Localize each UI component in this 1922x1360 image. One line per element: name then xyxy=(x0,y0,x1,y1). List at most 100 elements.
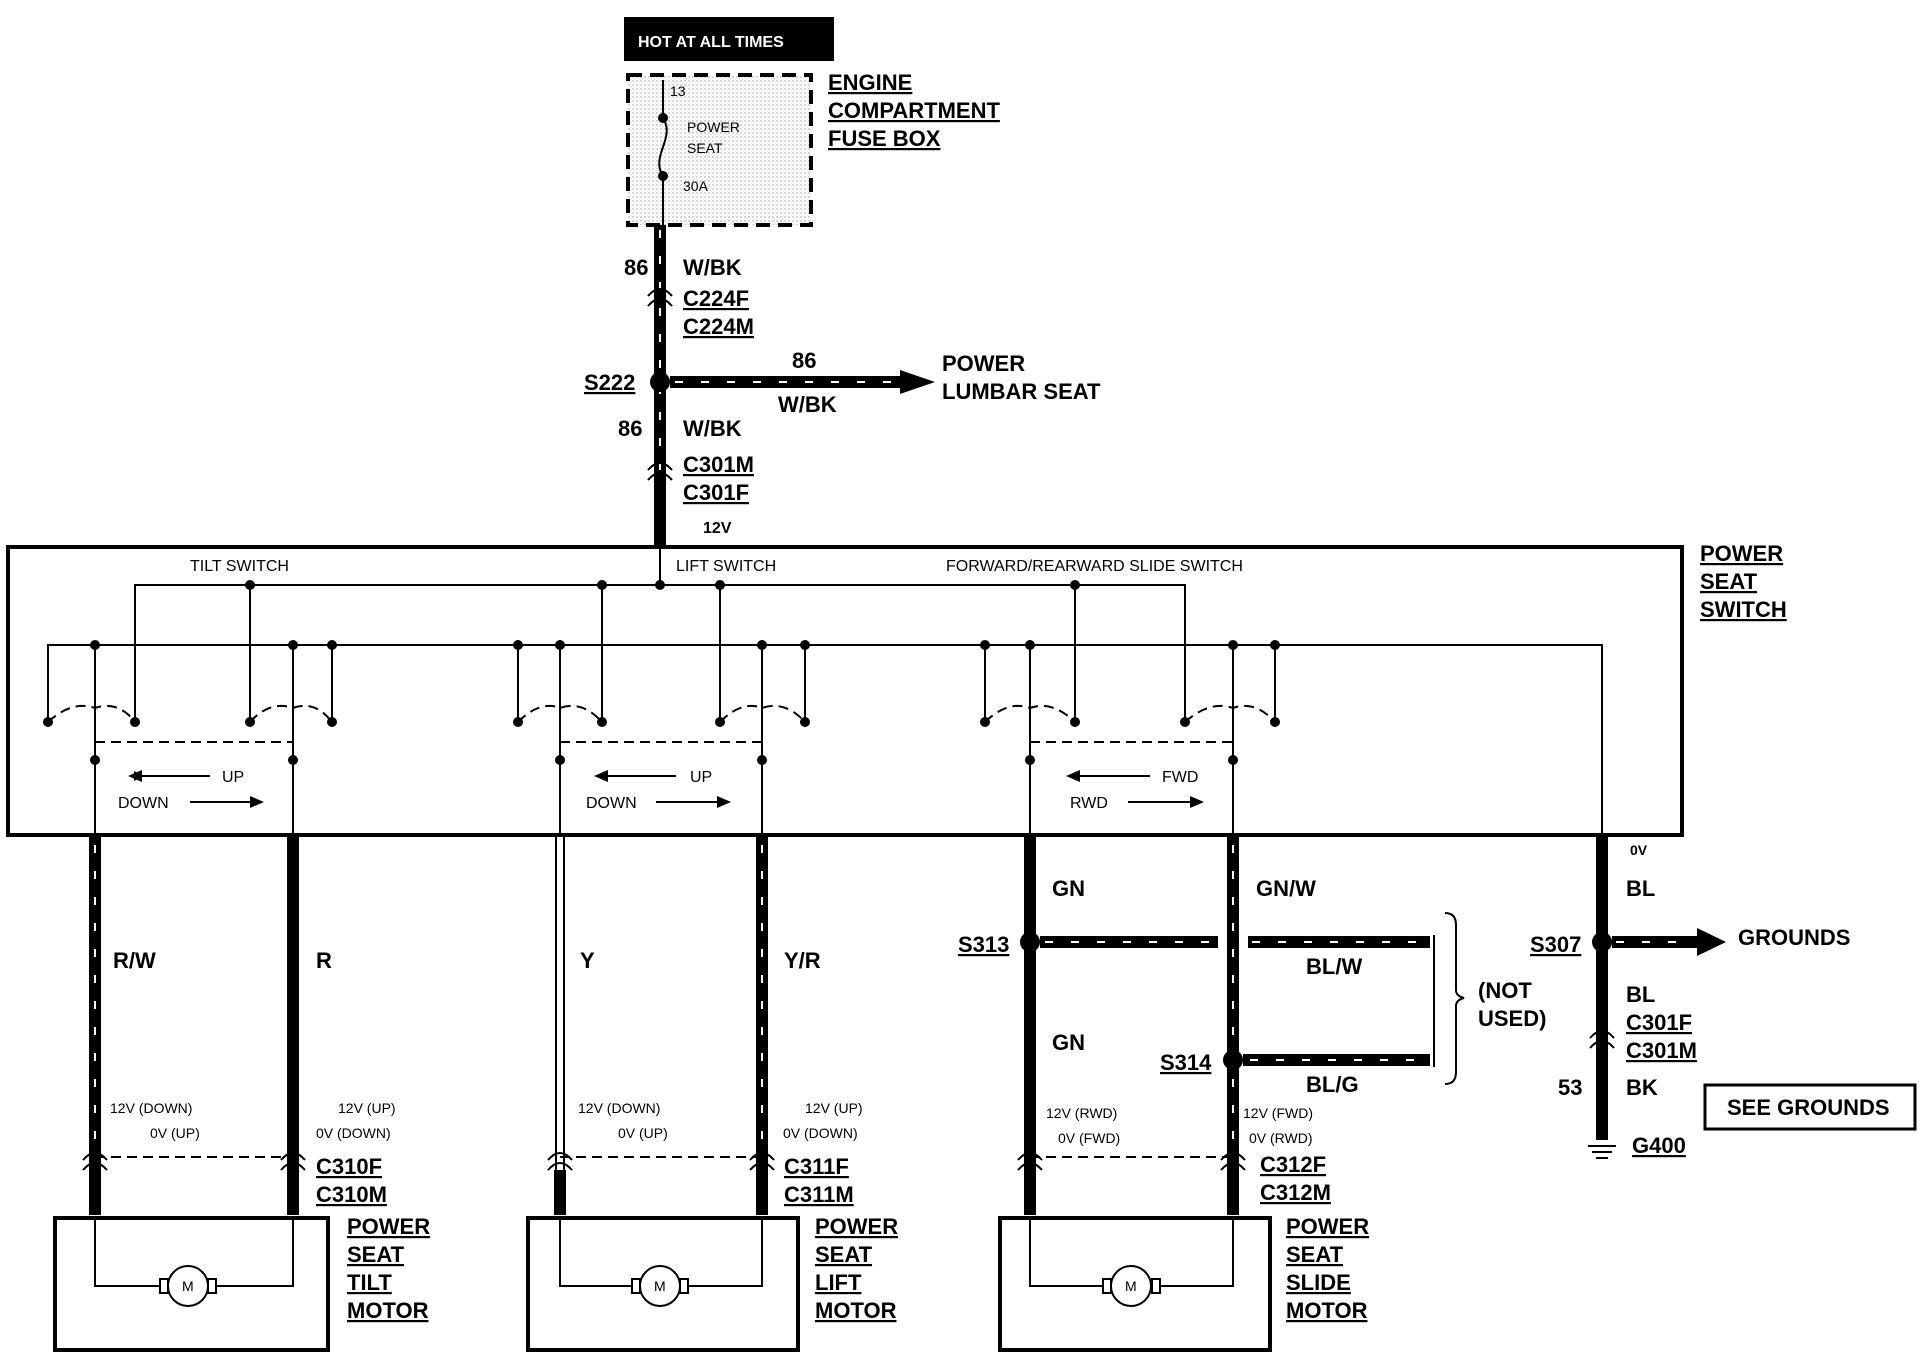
lumbar-branch-color: W/BK xyxy=(778,392,837,417)
lift-left-voltage-1: 12V (DOWN) xyxy=(578,1100,660,1116)
tilt-motor-title-line1: POWER xyxy=(347,1214,430,1239)
ground-circuit-number: 53 xyxy=(1558,1075,1582,1100)
lift-left-wire-color: Y xyxy=(580,948,595,973)
fuse-symbol xyxy=(658,117,668,177)
lift-left-voltage-2: 0V (UP) xyxy=(618,1125,668,1141)
ground-g400: G400 xyxy=(1632,1133,1686,1158)
tilt-right-voltage-1: 12V (UP) xyxy=(338,1100,396,1116)
connector-c301f-ground: C301F xyxy=(1626,1010,1692,1035)
connector-c301m-feed: C301M xyxy=(683,452,754,477)
switch-box-title-line2: SEAT xyxy=(1700,569,1758,594)
feed-color-lower: W/BK xyxy=(683,416,742,441)
lift-motor-title-line4: MOTOR xyxy=(815,1298,897,1323)
connector-c311-symbol xyxy=(547,1152,775,1171)
tilt-switch-label: TILT SWITCH xyxy=(190,558,289,575)
grounds-label: GROUNDS xyxy=(1738,925,1850,950)
splice-s314: S314 xyxy=(1160,1050,1212,1075)
tilt-motor-title-line2: SEAT xyxy=(347,1242,405,1267)
splice-s307: S307 xyxy=(1530,932,1581,957)
connector-c312m: C312M xyxy=(1260,1180,1331,1205)
tilt-wires xyxy=(89,835,299,1215)
branch-s314-color: BL/G xyxy=(1306,1072,1359,1097)
ground-wire-color-mid: BL xyxy=(1626,982,1655,1007)
connector-c224f: C224F xyxy=(683,286,749,311)
slide-left-wire-color-top: GN xyxy=(1052,876,1085,901)
switch-internal-wiring xyxy=(47,547,1603,835)
feed-voltage: 12V xyxy=(703,520,732,537)
lumbar-branch-circuit: 86 xyxy=(792,348,816,373)
slide-rwd-label: RWD xyxy=(1070,795,1108,812)
fuse-box-title-line2: COMPARTMENT xyxy=(828,98,1000,123)
slide-motor-title-line2: SEAT xyxy=(1286,1242,1344,1267)
lift-right-voltage-2: 0V (DOWN) xyxy=(783,1125,858,1141)
slide-switch-label: FORWARD/REARWARD SLIDE SWITCH xyxy=(946,558,1243,575)
fuse-number: 13 xyxy=(670,83,686,99)
ground-symbol-icon xyxy=(1588,1145,1616,1159)
lift-up-label: UP xyxy=(690,769,712,786)
tilt-motor-box xyxy=(53,1216,330,1352)
feed-circuit-upper: 86 xyxy=(624,255,648,280)
splice-s313: S313 xyxy=(958,932,1009,957)
slide-left-wire-color-bottom: GN xyxy=(1052,1030,1085,1055)
lift-motor-title-line2: SEAT xyxy=(815,1242,873,1267)
connector-c311f: C311F xyxy=(784,1154,849,1179)
splice-s313-dot xyxy=(1020,932,1040,952)
hot-at-all-times-banner xyxy=(624,17,834,61)
switch-box-title-line1: POWER xyxy=(1700,541,1783,566)
connector-c312-symbol xyxy=(1017,1152,1246,1171)
connector-c224-symbol xyxy=(647,288,673,307)
see-grounds-label[interactable]: SEE GROUNDS xyxy=(1727,1095,1890,1120)
connector-c301-feed-symbol xyxy=(647,462,673,481)
tilt-motor-symbol: M xyxy=(182,1278,194,1294)
slide-right-voltage-1: 12V (FWD) xyxy=(1243,1105,1313,1121)
fuse-box-title-line3: FUSE BOX xyxy=(828,126,941,151)
power-seat-switch-box xyxy=(6,545,1684,837)
splice-s314-dot xyxy=(1223,1050,1243,1070)
slide-fwd-label: FWD xyxy=(1162,769,1198,786)
connector-c312f: C312F xyxy=(1260,1152,1326,1177)
tilt-left-voltage-1: 12V (DOWN) xyxy=(110,1100,192,1116)
lift-motor-box xyxy=(526,1216,800,1352)
branch-s313-color: BL/W xyxy=(1306,954,1362,979)
lumbar-branch-wire xyxy=(670,370,935,394)
switch-ground-voltage: 0V xyxy=(1630,842,1648,858)
slide-motor-icon xyxy=(1110,1265,1152,1307)
connector-c301f-feed: C301F xyxy=(683,480,749,505)
connector-c310-symbol xyxy=(82,1152,306,1171)
lift-right-wire-color: Y/R xyxy=(784,948,821,973)
connector-c310f: C310F xyxy=(316,1154,382,1179)
slide-right-wire-color: GN/W xyxy=(1256,876,1316,901)
lift-motor-title-line3: LIFT xyxy=(815,1270,862,1295)
slide-motor-title-line4: MOTOR xyxy=(1286,1298,1368,1323)
lumbar-dest-line2: LUMBAR SEAT xyxy=(942,379,1101,404)
switch-junction-dots xyxy=(43,580,1280,765)
fuse-box-outline xyxy=(626,73,813,227)
slide-right-voltage-2: 0V (RWD) xyxy=(1249,1130,1313,1146)
tilt-right-wire-color: R xyxy=(316,948,332,973)
connector-c310m: C310M xyxy=(316,1182,387,1207)
slide-left-voltage-2: 0V (FWD) xyxy=(1058,1130,1120,1146)
lift-motor-title-line1: POWER xyxy=(815,1214,898,1239)
lift-direction-arrows xyxy=(594,770,731,808)
lift-motor-icon xyxy=(639,1265,681,1307)
connector-c301-ground-symbol xyxy=(1589,1030,1615,1049)
lift-switch-label: LIFT SWITCH xyxy=(676,558,776,575)
lift-right-voltage-1: 12V (UP) xyxy=(805,1100,863,1116)
see-grounds-box[interactable] xyxy=(1703,1083,1917,1131)
tilt-left-voltage-2: 0V (UP) xyxy=(150,1125,200,1141)
tilt-motor-icon xyxy=(167,1265,209,1307)
fuse-name-line2: SEAT xyxy=(687,140,723,156)
fuse-name-line1: POWER xyxy=(687,119,740,135)
slide-motor-symbol: M xyxy=(1125,1278,1137,1294)
tilt-direction-arrows xyxy=(128,770,264,808)
lift-motor-symbol: M xyxy=(654,1278,666,1294)
switch-box-title-line3: SWITCH xyxy=(1700,597,1787,622)
ground-wire-color-top: BL xyxy=(1626,876,1655,901)
not-used-line2: USED) xyxy=(1478,1006,1546,1031)
feed-color-upper: W/BK xyxy=(683,255,742,280)
slide-wires xyxy=(1024,835,1465,1215)
tilt-down-label: DOWN xyxy=(118,795,169,812)
tilt-motor-title-line3: TILT xyxy=(347,1270,392,1295)
splice-s307-dot xyxy=(1592,932,1612,952)
